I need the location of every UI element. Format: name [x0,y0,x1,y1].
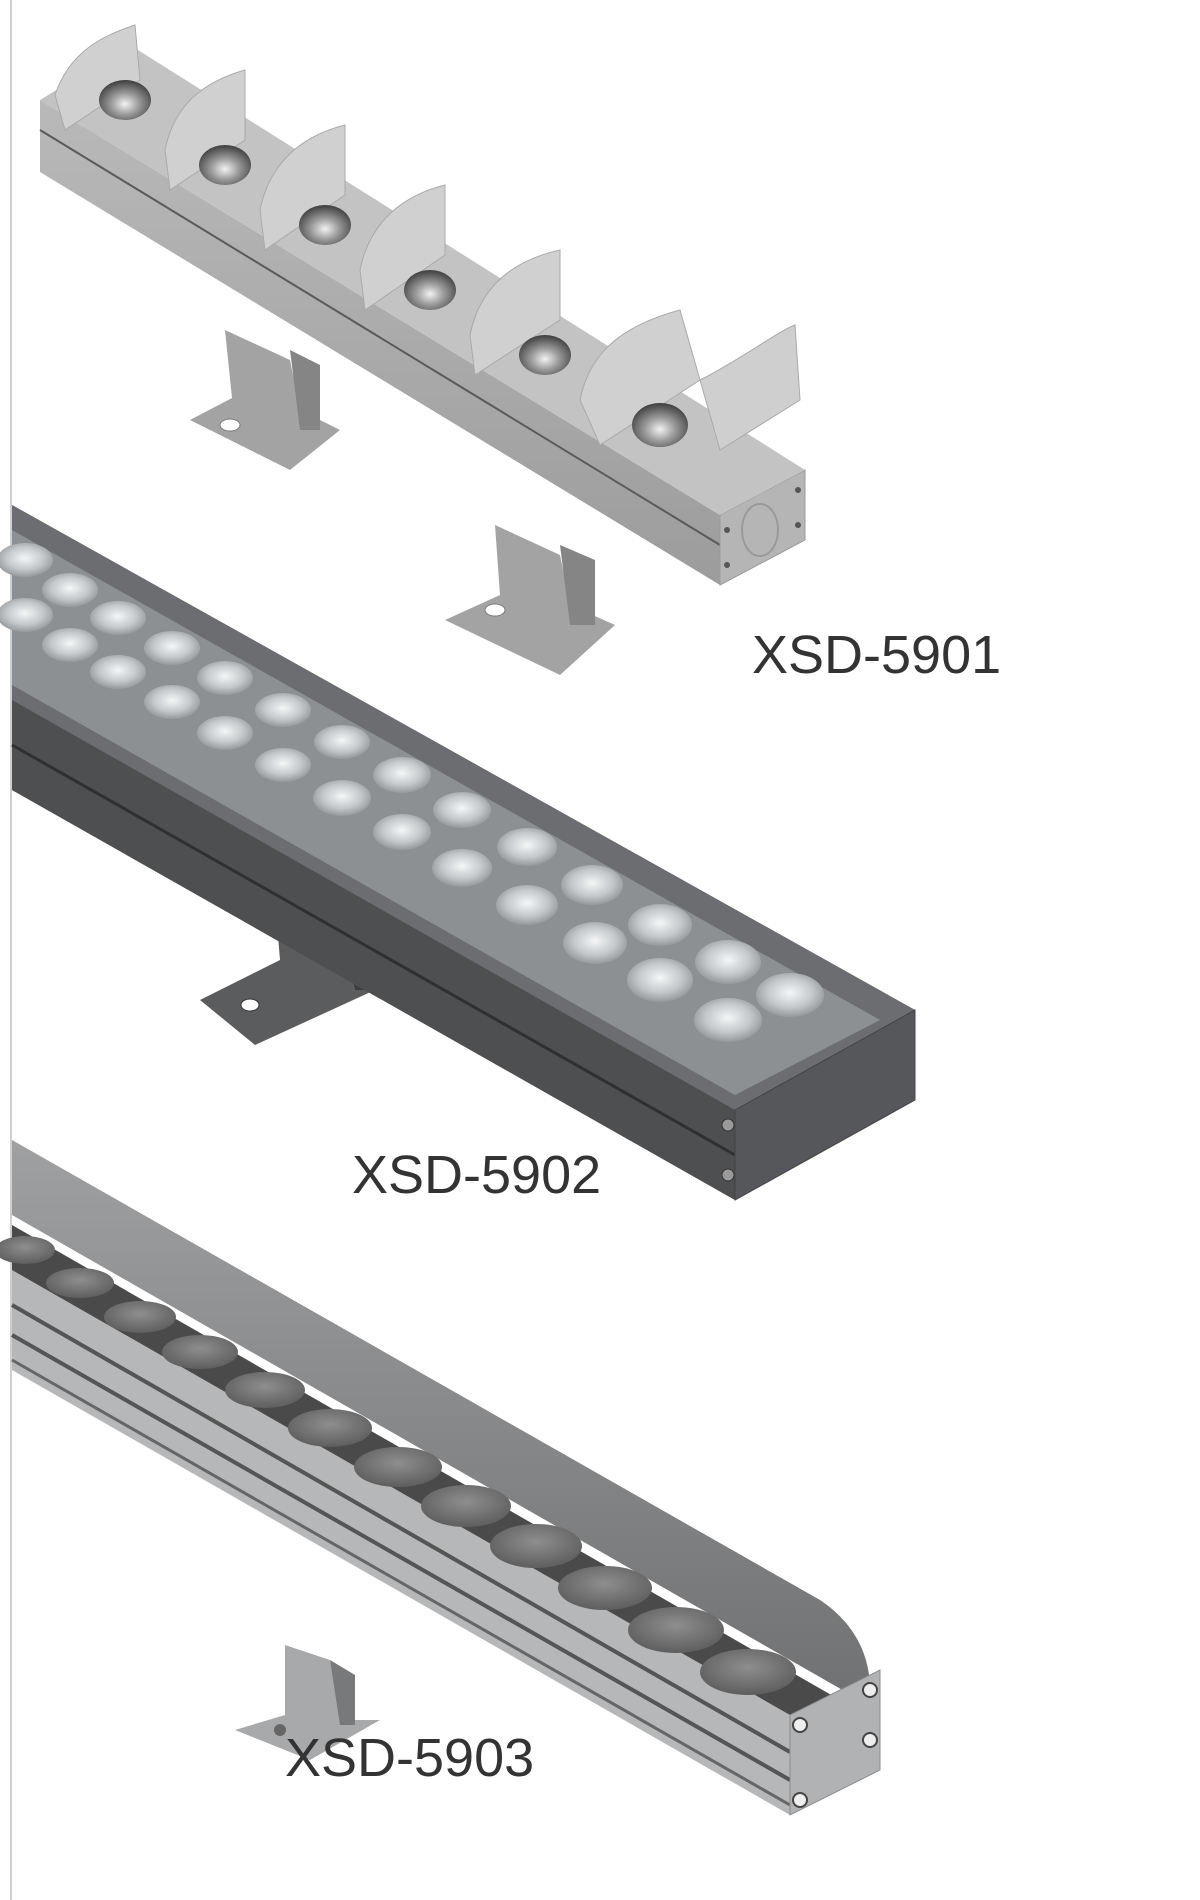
led-lens-icon [632,403,688,447]
model-label-xsd-5902: XSD-5902 [352,1145,602,1205]
led-lens-icon [519,335,571,375]
mounting-bracket-icon [190,330,615,675]
led-lens-icon [199,145,251,185]
led-lens-array [0,1236,796,1695]
housing-side [40,100,720,585]
led-lens-icon [99,80,151,120]
visor [12,1140,870,1700]
led-lens-icon [404,270,456,310]
brand-logo-icon [741,503,779,557]
mounting-bracket-icon [235,1645,380,1760]
led-lens-array [0,543,824,1042]
model-label-xsd-5903: XSD-5903 [285,1728,535,1788]
reflector-cells [54,24,801,451]
page-left-border [10,0,12,1900]
model-label-xsd-5901: XSD-5901 [752,625,1002,685]
housing-body [12,1270,790,1815]
led-lens-icon [299,205,351,245]
